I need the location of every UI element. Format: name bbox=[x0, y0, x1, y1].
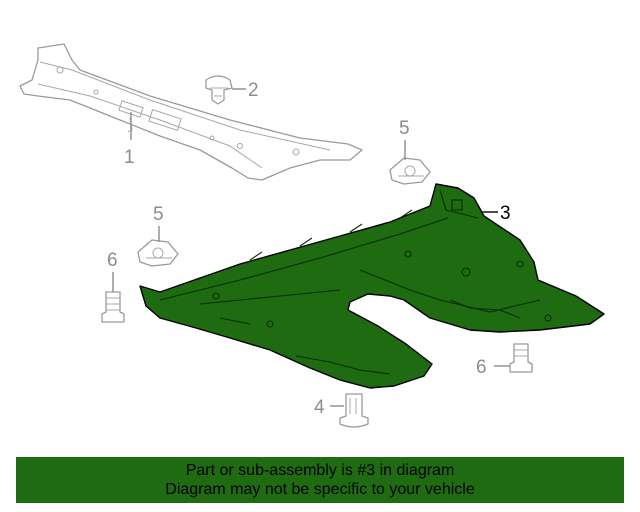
part-1-upper-support[interactable] bbox=[19, 43, 363, 181]
callout-5a: 5 bbox=[399, 118, 410, 139]
part-6-bolt-left[interactable] bbox=[101, 291, 125, 323]
part-5-nut-clip-left[interactable] bbox=[137, 239, 179, 267]
callout-4: 4 bbox=[314, 397, 325, 418]
banner-line-1: Part or sub-assembly is #3 in diagram bbox=[185, 462, 455, 479]
callout-2: 2 bbox=[248, 80, 259, 101]
info-banner: Part or sub-assembly is #3 in diagram Di… bbox=[16, 457, 624, 503]
callout-3: 3 bbox=[500, 203, 511, 224]
banner-line-2: Diagram may not be specific to your vehi… bbox=[165, 481, 475, 498]
part-3-splash-shield[interactable] bbox=[139, 183, 605, 389]
part-5-nut-clip-upper[interactable] bbox=[389, 157, 431, 185]
part-6-bolt-right[interactable] bbox=[509, 343, 533, 373]
callout-5b: 5 bbox=[153, 204, 164, 225]
callout-1: 1 bbox=[124, 147, 135, 168]
part-2-push-clip[interactable] bbox=[205, 75, 233, 105]
callout-6b: 6 bbox=[476, 357, 487, 378]
callout-6a: 6 bbox=[107, 250, 118, 271]
part-4-pin-fastener[interactable] bbox=[339, 393, 369, 428]
